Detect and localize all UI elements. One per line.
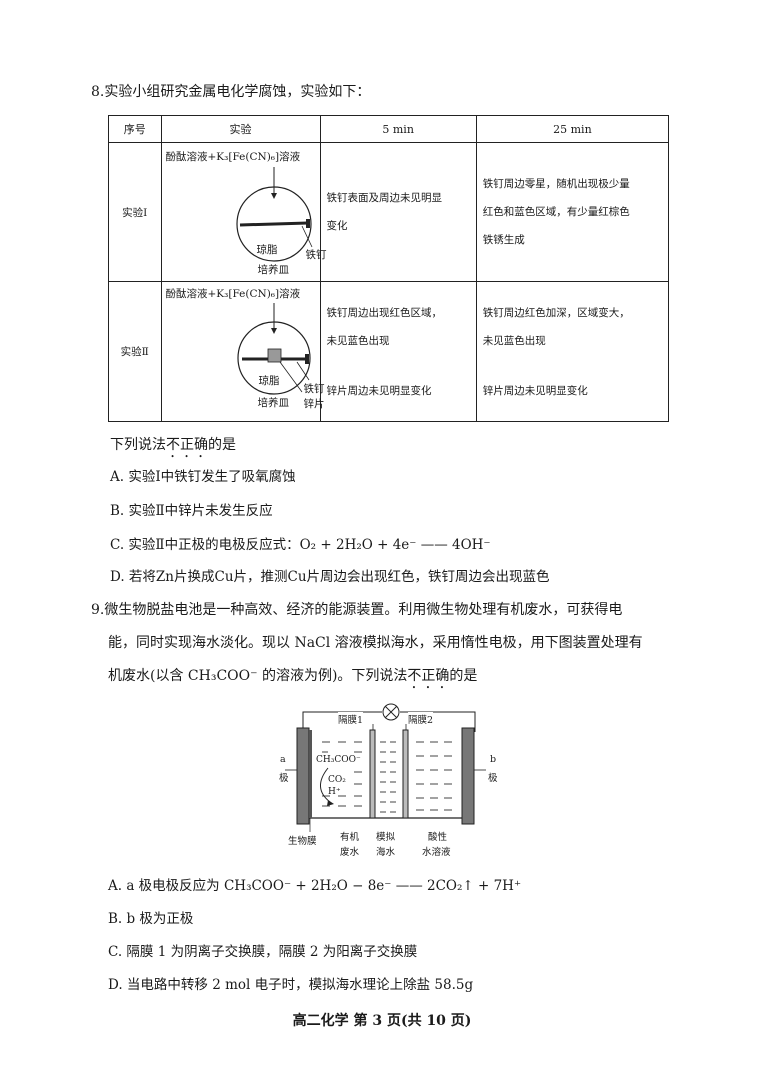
row2-dish: 培养皿 [257, 397, 290, 409]
row2-diagram-cell: 酚酞溶液+K₃[Fe(CN)₆]溶液 琼脂 培养皿 铁钉 锌片 [160, 281, 325, 422]
q8-option-b[interactable]: B. 实验Ⅱ中锌片未发生反应 [110, 503, 273, 519]
row2-zinc: 锌片 [303, 398, 325, 410]
row1-dish: 培养皿 [257, 264, 290, 276]
species-co2: CO₂ [328, 775, 346, 785]
row2-nail: 铁钉 [303, 383, 325, 395]
membrane1-label: 隔膜1 [338, 712, 364, 726]
row2-5min-line2: 未见蓝色出现 [326, 334, 390, 347]
row2-25min-line2: 未见蓝色出现 [482, 334, 546, 347]
q9-line1: 9.微生物脱盐电池是一种高效、经济的能源装置。利用微生物处理有机废水，可获得电 [91, 600, 622, 620]
label-seawater-1: 模拟 [376, 832, 396, 843]
q8-option-c[interactable]: C. 实验Ⅱ中正极的电极反应式：O₂ + 2H₂O + 4e⁻ —— 4OH⁻ [110, 537, 491, 553]
row1-nail: 铁钉 [305, 249, 327, 261]
desalination-cell-diagram: 隔膜1 隔膜2 a 极 b 极 CH₃COO⁻ CO₂ H⁺ 生物膜 有机 废水… [270, 700, 510, 870]
q9-option-d[interactable]: D. 当电路中转移 2 mol 电子时，模拟海水理论上除盐 58.5g [108, 977, 474, 993]
row1-25min-line3: 铁锈生成 [482, 234, 525, 246]
row1-25min-line2: 红色和蓝色区域，有少量红棕色 [482, 206, 630, 218]
cell-apparatus [285, 703, 486, 832]
row1-reagent: 酚酞溶液+K₃[Fe(CN)₆]溶液 [165, 151, 301, 163]
page-footer: 高二化学 第 3 页(共 10 页) [292, 1013, 472, 1029]
petri-dish-diagram-2 [236, 303, 311, 395]
table-header-25min: 25 min [475, 115, 670, 143]
q9-number: 9. [91, 602, 105, 618]
row2-agar: 琼脂 [258, 375, 280, 387]
row2-reagent: 酚酞溶液+K₃[Fe(CN)₆]溶液 [165, 288, 301, 300]
row1-diagram-cell: 酚酞溶液+K₃[Fe(CN)₆]溶液 琼脂 培养皿 铁钉 [160, 142, 327, 282]
electrode-b-label-1: b [490, 754, 497, 765]
q9-option-a[interactable]: A. a 极电极反应为 CH₃COO⁻ + 2H₂O − 8e⁻ —— 2CO₂… [108, 878, 522, 894]
q8-number: 8. [91, 84, 105, 100]
label-biofilm: 生物膜 [288, 836, 317, 847]
label-organic-1: 有机 [340, 832, 360, 843]
q9-line3-pre: 机废水(以含 CH₃COO⁻ 的溶液为例)。下列说法 [108, 668, 408, 684]
q8-option-d[interactable]: D. 若将Zn片换成Cu片，推测Cu片周边会出现红色，铁钉周边会出现蓝色 [110, 569, 550, 585]
petri-dish-diagram-1 [235, 167, 312, 262]
electrode-b-label-2: 极 [488, 773, 498, 784]
row2-25min-cell: 铁钉周边红色加深，区域变大， 未见蓝色出现 锌片周边未见明显变化 [475, 281, 670, 422]
row2-25min-zinc: 锌片周边未见明显变化 [482, 384, 588, 397]
experiment-table: 序号 实验 5 min 25 min 实验Ⅰ 酚酞溶液+K₃[Fe(CN)₆]溶… [108, 115, 670, 422]
row2-25min-line1: 铁钉周边红色加深，区域变大， [482, 306, 630, 319]
row2-5min-line1: 铁钉周边出现红色区域， [326, 306, 443, 319]
electrode-a-label-2: 极 [279, 773, 289, 784]
species-acetate: CH₃COO⁻ [316, 755, 361, 765]
row1-25min-cell: 铁钉周边零星，随机出现极少量 红色和蓝色区域，有少量红棕色 铁锈生成 [475, 142, 670, 282]
table-header-index: 序号 [108, 115, 162, 143]
membrane2-label: 隔膜2 [408, 712, 434, 726]
q9-line2: 能，同时实现海水淡化。现以 NaCl 溶液模拟海水，采用惰性电极，用下图装置处理… [108, 635, 643, 651]
q8-prompt: 下列说法不正确的是 [110, 435, 236, 461]
q9-line3-emphasis: 不正确 [407, 668, 450, 684]
label-acidic-1: 酸性 [428, 832, 448, 843]
q8-stem-text: 实验小组研究金属电化学腐蚀，实验如下： [104, 84, 371, 100]
species-h-plus: H⁺ [328, 787, 341, 797]
electrode-a-label-1: a [280, 754, 286, 765]
row1-5min-cell: 铁钉表面及周边未见明显 变化 [319, 142, 477, 282]
row1-5min-line2: 变化 [326, 220, 348, 232]
row2-5min-cell: 铁钉周边出现红色区域， 未见蓝色出现 锌片周边未见明显变化 [319, 281, 477, 422]
row1-5min-line1: 铁钉表面及周边未见明显 [326, 192, 443, 204]
label-organic-2: 废水 [340, 847, 360, 858]
row1-agar: 琼脂 [256, 244, 278, 256]
q9-option-c[interactable]: C. 隔膜 1 为阴离子交换膜，隔膜 2 为阳离子交换膜 [108, 944, 418, 960]
q9-option-b[interactable]: B. b 极为正极 [108, 911, 194, 927]
q9-line3-post: 的是 [449, 668, 478, 684]
row1-label: 实验Ⅰ [108, 142, 162, 282]
q9-line3: 机废水(以含 CH₃COO⁻ 的溶液为例)。下列说法不正确的是 [108, 666, 477, 692]
label-seawater-2: 海水 [376, 847, 396, 858]
row2-label: 实验Ⅱ [108, 281, 162, 422]
table-header-experiment: 实验 [160, 115, 321, 143]
q8-prompt-emphasis: 不正确 [166, 437, 208, 453]
label-acidic-2: 水溶液 [422, 847, 451, 858]
q8-prompt-pre: 下列说法 [110, 437, 166, 453]
q8-stem: 8.实验小组研究金属电化学腐蚀，实验如下： [91, 82, 370, 102]
table-header-5min: 5 min [319, 115, 477, 143]
q8-option-a[interactable]: A. 实验Ⅰ中铁钉发生了吸氧腐蚀 [110, 469, 296, 485]
row2-5min-zinc: 锌片周边未见明显变化 [326, 384, 432, 397]
q8-prompt-post: 的是 [208, 437, 236, 453]
row1-25min-line1: 铁钉周边零星，随机出现极少量 [482, 178, 630, 190]
q9-line1-text: 微生物脱盐电池是一种高效、经济的能源装置。利用微生物处理有机废水，可获得电 [104, 602, 623, 618]
